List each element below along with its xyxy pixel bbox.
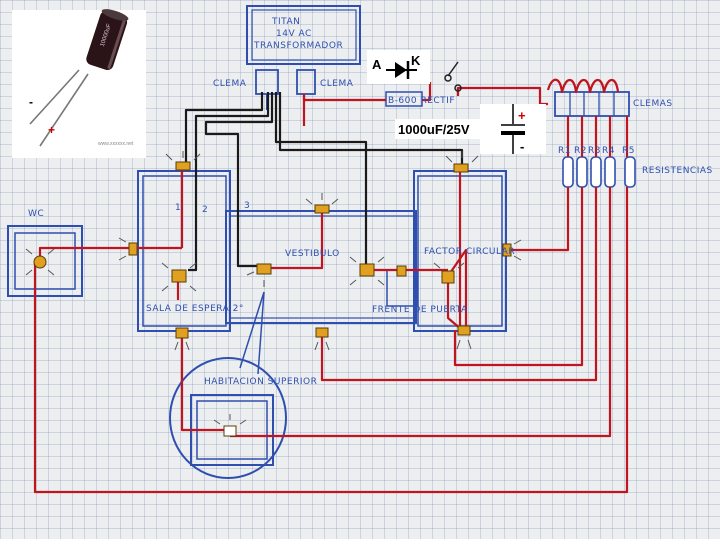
transformer-voltage: 14V AC <box>276 29 312 39</box>
photo-url: www.xxxxxx.net <box>98 141 134 147</box>
photo-minus-label: - <box>29 95 33 109</box>
clemas-label: CLEMAS <box>633 99 673 109</box>
capacitor-value: 1000uF/25V <box>398 122 470 137</box>
resistencias-label: RESISTENCIAS <box>642 166 713 176</box>
clema-left-label: CLEMA <box>213 79 247 89</box>
diode-cathode-label: K <box>411 53 421 68</box>
light-rays <box>25 151 522 425</box>
clema-right-label: CLEMA <box>320 79 354 89</box>
lamp-factor-right <box>502 243 512 257</box>
transformer-label: TRANSFORMADOR <box>253 41 343 51</box>
lamp-factor-center <box>441 270 455 284</box>
lamp-habitacion <box>223 425 237 437</box>
photo-plus-label: + <box>48 123 55 137</box>
lamp-factor-top <box>453 163 469 173</box>
room-vestibulo-label: VESTIBULO <box>285 249 340 259</box>
lamp-frente <box>396 265 407 277</box>
zone-number-2: 2 <box>202 205 208 215</box>
zone-number-1: 1 <box>175 203 181 213</box>
room-frente-label: FRENTE DE PUERTA <box>372 305 468 315</box>
lamp-sala-top <box>175 161 191 171</box>
clemas-strip <box>554 91 630 117</box>
lamp-fixtures <box>33 161 512 437</box>
lamp-vestibulo-left <box>256 263 272 275</box>
lamp-wc <box>33 255 47 269</box>
room-wc-label: WC <box>28 209 44 219</box>
diode-anode-label: A <box>372 57 382 72</box>
lamp-sala-bottom <box>175 327 189 339</box>
transformer-box <box>246 5 361 65</box>
switch-symbol <box>444 61 462 92</box>
resistor-r3-label: R3 <box>588 146 601 156</box>
lamp-factor-bottom <box>457 325 471 336</box>
room-sala-label: SALA DE ESPERA 2° <box>146 304 244 314</box>
black-wiring <box>184 92 464 272</box>
capacitor-box: + - <box>480 104 546 154</box>
resistor-r5-label: R5 <box>622 146 635 156</box>
room-factor-label: FACTOR CIRCULAR <box>424 247 515 257</box>
lamp-vestibulo-top <box>314 204 330 214</box>
lamp-sala-center <box>171 269 187 283</box>
resistor-r1-label: R1 <box>558 146 571 156</box>
room-wc <box>7 225 83 297</box>
capacitor-value-box: 1000uF/25V <box>395 119 487 139</box>
resistor-r2-label: R2 <box>574 146 587 156</box>
rectifier-label: B-600 RECTIF <box>388 96 455 106</box>
resistor-r4-label: R4 <box>602 146 615 156</box>
transformer-title: TITAN <box>271 17 300 27</box>
lamp-vestibulo-bottom <box>315 327 329 338</box>
capacitor-minus-label: - <box>520 139 524 154</box>
lamp-sala-left <box>128 242 138 256</box>
capacitor-photo: 10000uF - + www.xxxxxx.net <box>12 9 146 158</box>
room-habitacion-label: HABITACION SUPERIOR <box>204 377 317 387</box>
zone-number-3: 3 <box>244 201 250 211</box>
lamp-vestibulo-center <box>359 263 375 277</box>
resistor-bank <box>562 156 636 188</box>
capacitor-plus-label: + <box>518 108 526 123</box>
clema-right-terminal <box>296 69 316 95</box>
diode-symbol: A K <box>367 50 430 84</box>
